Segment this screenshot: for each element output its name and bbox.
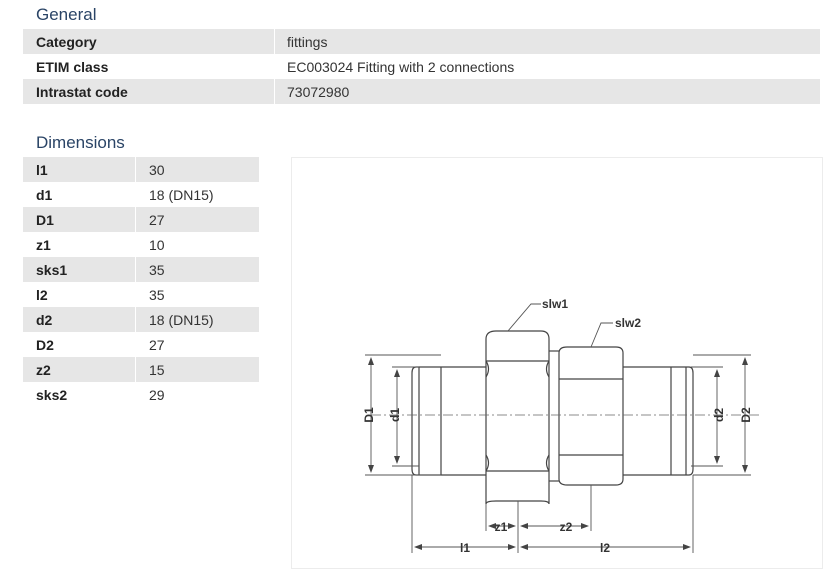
slw2-leader [590, 322, 613, 348]
arrowhead [394, 369, 400, 377]
dimension-lines [365, 303, 751, 553]
general-label-intrastat: Intrastat code [23, 79, 274, 104]
arrowhead [683, 544, 691, 550]
general-heading: General [36, 5, 97, 24]
label-z2: z2 [560, 520, 573, 534]
dim-label: z2 [23, 357, 135, 382]
table-row: D2 27 [23, 332, 259, 357]
table-row: Intrastat code 73072980 [23, 79, 820, 104]
arrowhead [742, 357, 748, 365]
general-table: Category fittings ETIM class EC003024 Fi… [23, 29, 820, 104]
general-label-etim: ETIM class [36, 58, 109, 75]
general-value-category: fittings [275, 29, 820, 54]
table-row: d1 18 (DN15) [23, 182, 259, 207]
dim-value: 29 [149, 386, 165, 403]
arrowhead [742, 465, 748, 473]
dim-label: l2 [36, 286, 48, 303]
slw1-leader [507, 303, 541, 332]
arrowhead [508, 544, 516, 550]
dim-value: 35 [149, 286, 165, 303]
label-d2: d2 [712, 408, 726, 422]
column-divider [274, 79, 275, 104]
table-row: ETIM class EC003024 Fitting with 2 conne… [23, 54, 820, 79]
column-divider [135, 207, 136, 232]
table-row: z1 10 [23, 232, 259, 257]
table-row: sks2 29 [23, 382, 259, 407]
label-l1: l1 [460, 541, 470, 555]
column-divider [135, 307, 136, 332]
left-press-end [411, 366, 441, 476]
hex-nut-curve [485, 454, 550, 472]
dim-label: d2 [23, 307, 135, 332]
column-divider [274, 54, 275, 79]
dim-label: sks2 [36, 386, 68, 403]
arrowhead [368, 357, 374, 365]
dim-value: 30 [136, 157, 259, 182]
label-l2: l2 [600, 541, 610, 555]
dim-value: 10 [149, 236, 165, 253]
column-divider [274, 29, 275, 54]
arrowhead [368, 465, 374, 473]
dim-value: 18 (DN15) [149, 186, 214, 203]
label-slw2: slw2 [615, 316, 641, 330]
column-divider [135, 182, 136, 207]
column-divider [135, 357, 136, 382]
dim-value: 18 (DN15) [136, 307, 259, 332]
column-divider [135, 157, 136, 182]
dim-label: l1 [23, 157, 135, 182]
hex-nut-slw1 [485, 330, 550, 505]
fitting-outline [411, 330, 694, 505]
hex-nut-curve [485, 360, 550, 378]
arrowhead [394, 456, 400, 464]
column-divider [135, 282, 136, 307]
column-divider [135, 332, 136, 357]
dim-label: sks1 [23, 257, 135, 282]
hex-nut-slw2 [558, 346, 624, 486]
label-D2: D2 [739, 407, 753, 423]
arrowhead [508, 523, 516, 529]
label-z1: z1 [495, 520, 508, 534]
column-divider [135, 232, 136, 257]
arrowhead [414, 544, 422, 550]
table-row: Category fittings [23, 29, 820, 54]
general-value-etim: EC003024 Fitting with 2 connections [287, 58, 515, 75]
arrowhead [520, 523, 528, 529]
dim-value: 27 [136, 207, 259, 232]
dimensions-heading: Dimensions [36, 133, 125, 152]
arrowhead [714, 456, 720, 464]
dim-label: D1 [23, 207, 135, 232]
label-d1: d1 [388, 408, 402, 422]
fitting-drawing-svg: slw1 slw2 D1 d1 d2 D2 z1 z2 l1 l2 [362, 297, 761, 555]
arrowhead [520, 544, 528, 550]
technical-drawing: slw1 slw2 D1 d1 d2 D2 z1 z2 l1 l2 [291, 157, 823, 569]
dim-value: 27 [149, 336, 165, 353]
arrowhead [488, 523, 496, 529]
general-value-intrastat: 73072980 [275, 79, 820, 104]
label-D1: D1 [362, 407, 376, 423]
arrowhead [714, 369, 720, 377]
dim-value: 35 [136, 257, 259, 282]
arrowhead [581, 523, 589, 529]
table-row: l2 35 [23, 282, 259, 307]
dim-value: 15 [136, 357, 259, 382]
column-divider [135, 257, 136, 282]
dim-label: D2 [36, 336, 54, 353]
dim-label: z1 [36, 236, 51, 253]
arrowheads [368, 357, 748, 550]
column-divider [135, 382, 136, 407]
right-press-end [671, 366, 694, 476]
dim-label: d1 [36, 186, 53, 203]
general-label-category: Category [23, 29, 274, 54]
label-slw1: slw1 [542, 297, 568, 311]
